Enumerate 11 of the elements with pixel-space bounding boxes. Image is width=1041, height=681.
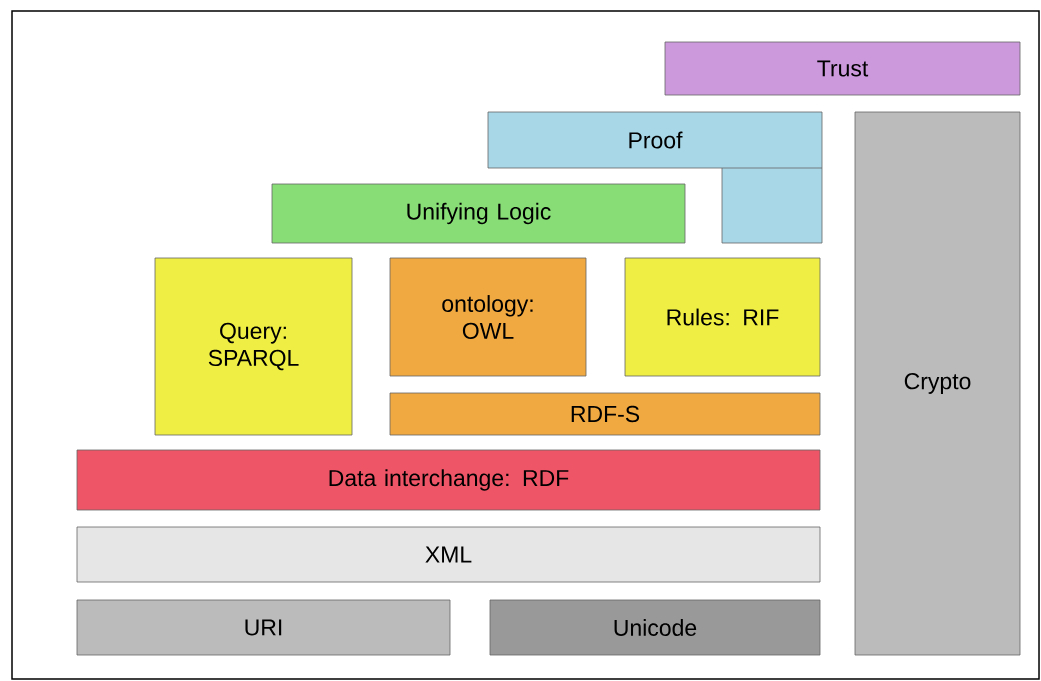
layer-box: Rules: RIF bbox=[624, 257, 821, 377]
layer-box: XML bbox=[76, 526, 821, 583]
layer-box: RDF-S bbox=[389, 392, 821, 436]
layer-box: Crypto bbox=[854, 111, 1021, 656]
layer-box: Unifying Logic bbox=[271, 183, 686, 244]
layer-box: Trust bbox=[664, 41, 1021, 96]
layer-box: Query: SPARQL bbox=[154, 257, 353, 436]
layer-box: ontology: OWL bbox=[389, 257, 587, 377]
layer-box: URI bbox=[76, 599, 451, 656]
layer-box: Data interchange: RDF bbox=[76, 449, 821, 511]
layer-box: Unicode bbox=[489, 599, 821, 656]
